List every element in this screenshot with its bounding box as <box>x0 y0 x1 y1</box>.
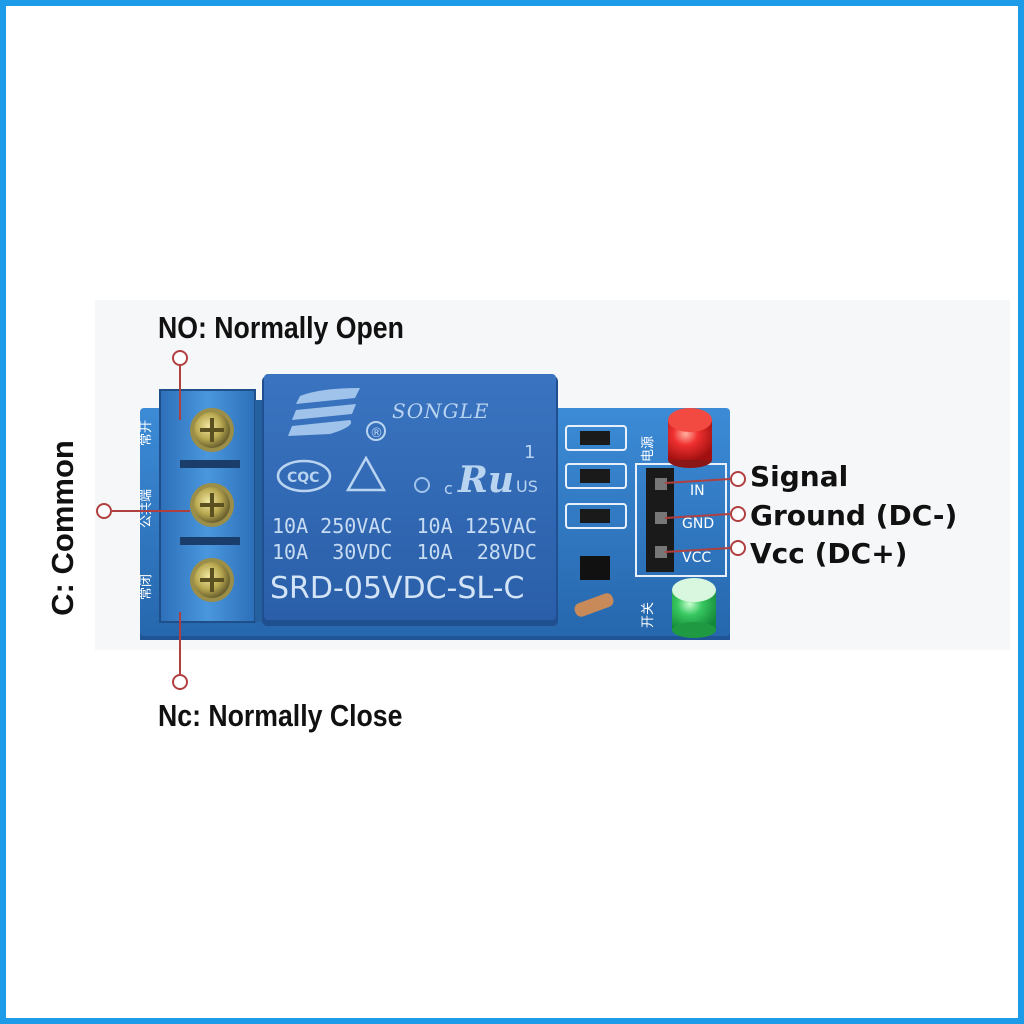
rating-line-1: 10A 250VAC 10A 125VAC <box>272 514 537 538</box>
callout-line-ground <box>664 513 731 519</box>
registered-mark: ® <box>370 426 383 441</box>
switch-led-label: 开关 <box>641 602 656 628</box>
cqc-text: CQC <box>287 470 319 486</box>
callout-dot-common <box>96 503 112 519</box>
rating-line-2: 10A 30VDC 10A 28VDC <box>272 540 537 564</box>
callout-dot-no <box>172 350 188 366</box>
screw-terminal-block <box>159 389 269 623</box>
ul-us: US <box>516 477 538 496</box>
ul-c: c <box>444 479 453 498</box>
terminal-silk-1: 常开 <box>139 420 154 446</box>
callout-dot-signal <box>730 471 746 487</box>
callout-line-vcc <box>664 547 731 553</box>
terminal-silk-2: 公共端 <box>139 489 154 528</box>
callout-lines <box>96 350 746 690</box>
ul-mark: Ru <box>457 459 514 501</box>
relay-model: SRD-05VDC-SL-C <box>270 571 524 606</box>
relay-body: SONGLE ® CQC c Ru US 1 10A 250VAC 10A 12… <box>262 374 558 626</box>
power-led <box>668 408 712 468</box>
pin-label-gnd: GND <box>682 516 714 532</box>
relay-brand: SONGLE <box>392 399 489 423</box>
coil-mark <box>414 477 430 493</box>
label-vcc: Vcc (DC+) <box>750 537 908 570</box>
label-common: C: Common <box>45 440 80 616</box>
pin-label-in: IN <box>690 483 705 499</box>
callout-dot-nc <box>172 674 188 690</box>
label-signal: Signal <box>750 460 849 493</box>
channel-number: 1 <box>524 442 535 463</box>
label-normally-open: NO: Normally Open <box>158 310 404 345</box>
power-led-label: 电源 <box>641 436 656 462</box>
switch-led <box>672 578 716 638</box>
callout-dot-ground <box>730 506 746 522</box>
label-ground: Ground (DC-) <box>750 499 958 532</box>
warning-triangle-icon <box>345 455 387 492</box>
cqc-badge <box>276 459 332 493</box>
diode <box>574 593 614 617</box>
smd-components <box>565 425 627 617</box>
pin-label-vcc: VCC <box>682 550 711 566</box>
pin-header: IN GND VCC <box>635 463 727 577</box>
callout-line-signal <box>664 478 731 484</box>
songle-logo <box>288 388 360 436</box>
label-common-wrapper: C: Common <box>18 418 108 638</box>
transistor <box>580 556 610 580</box>
terminal-silk-3: 常闭 <box>139 574 154 600</box>
label-normally-close: Nc: Normally Close <box>158 698 403 733</box>
callout-dot-vcc <box>730 540 746 556</box>
